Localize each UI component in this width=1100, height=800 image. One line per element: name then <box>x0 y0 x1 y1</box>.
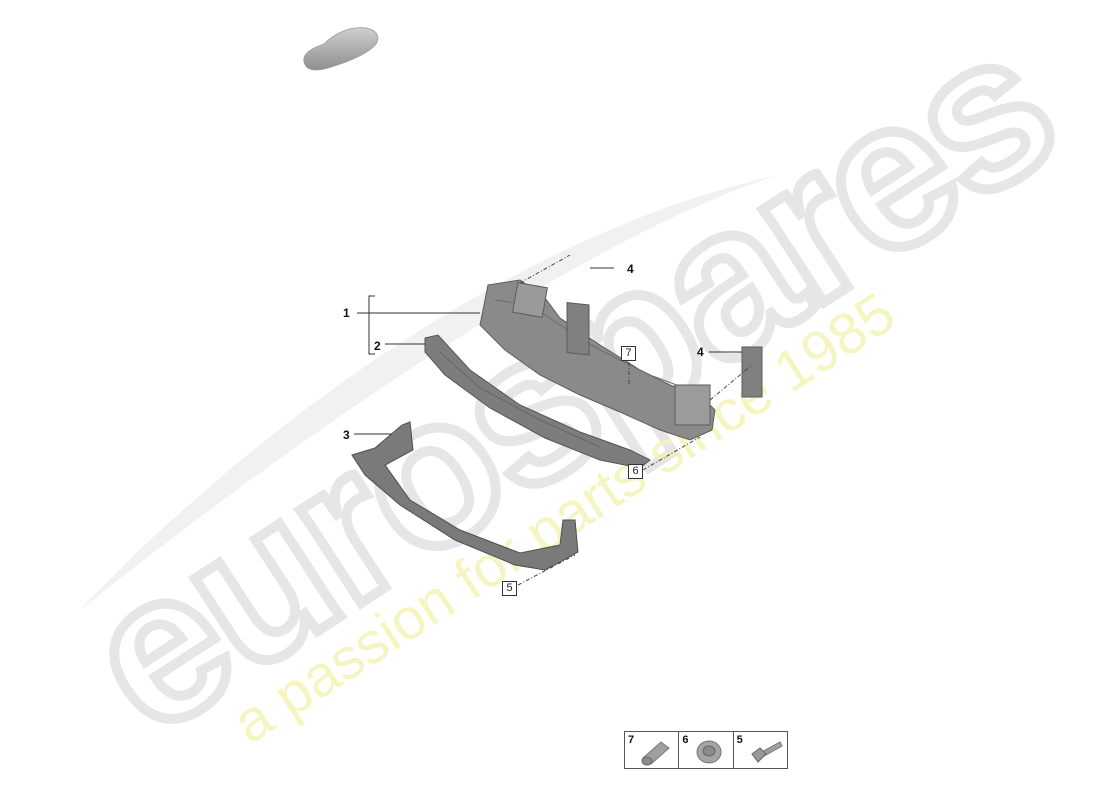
callout-3: 3 <box>343 428 350 442</box>
lower-crossmember-part <box>351 421 579 571</box>
callout-2: 2 <box>374 339 381 353</box>
bumper-carrier-part <box>479 279 716 441</box>
legend-label: 7 <box>628 734 635 746</box>
cover-plate-left-part <box>566 302 590 356</box>
legend-label: 5 <box>736 734 743 746</box>
legend-item-7: 7 <box>625 732 680 768</box>
flange-nut-icon <box>696 740 722 764</box>
fastener-legend: 7 6 5 <box>624 731 788 769</box>
boxed-callout-7: 7 <box>621 346 636 361</box>
boxed-callout-5: 5 <box>502 581 517 596</box>
sleeve-nut-icon <box>641 741 670 766</box>
legend-label: 6 <box>682 734 689 746</box>
car-thumbnail-icon <box>303 27 379 71</box>
callout-1: 1 <box>343 306 350 320</box>
bolt-icon <box>750 741 783 763</box>
callout-4-left: 4 <box>627 262 634 276</box>
legend-item-6: 6 <box>679 732 734 768</box>
impact-absorber-part <box>424 334 651 469</box>
boxed-callout-6: 6 <box>628 464 643 479</box>
callout-4-right: 4 <box>697 345 704 359</box>
legend-item-5: 5 <box>734 732 787 768</box>
cover-plate-right-part <box>741 346 763 398</box>
